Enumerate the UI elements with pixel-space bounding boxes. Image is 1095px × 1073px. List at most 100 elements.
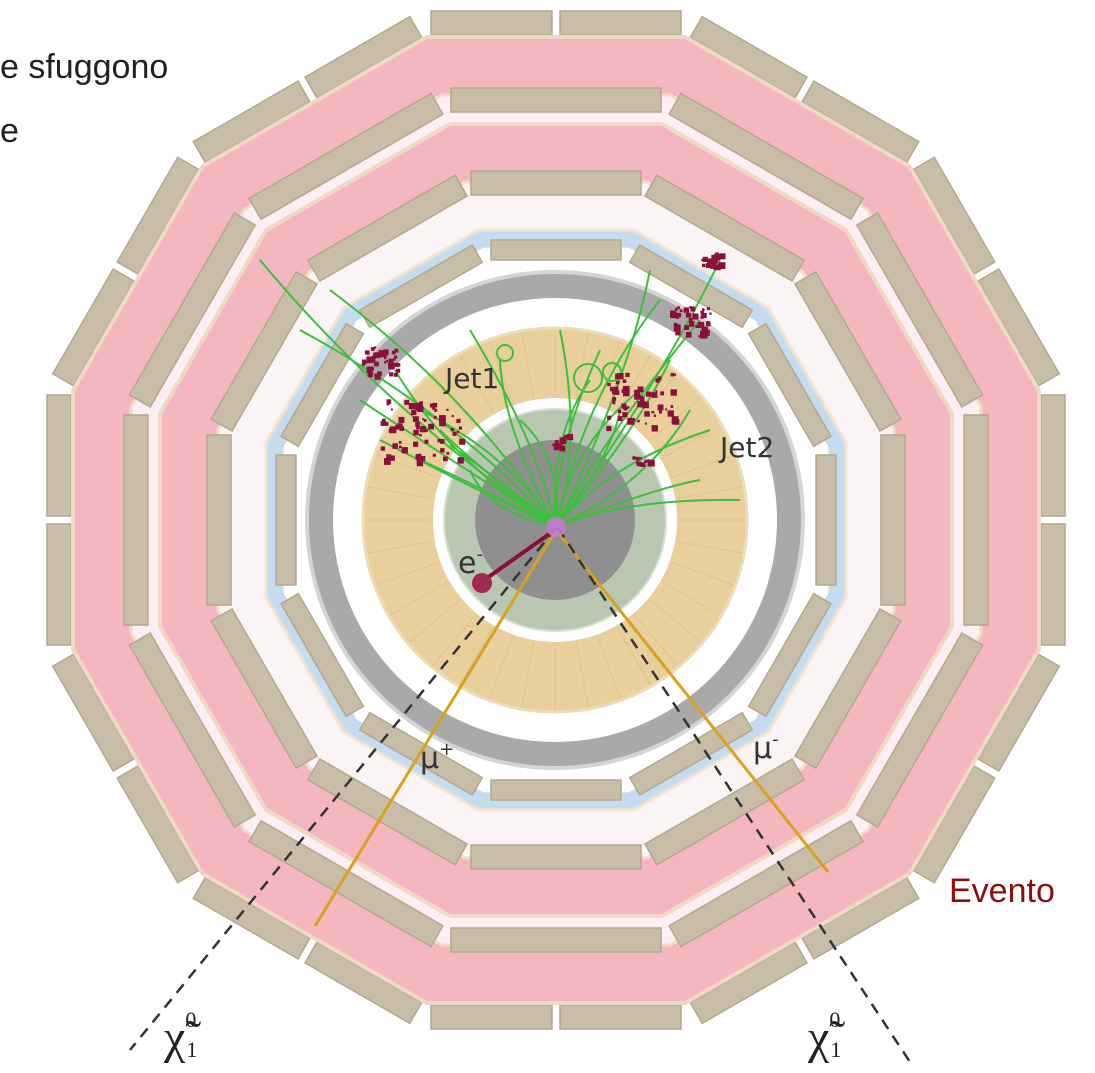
energy-hit <box>657 404 664 411</box>
energy-hit <box>690 306 696 312</box>
energy-hit <box>671 416 679 423</box>
energy-hit <box>606 426 612 432</box>
energy-hit <box>399 426 404 431</box>
energy-hit <box>700 310 705 315</box>
energy-hit <box>634 389 641 396</box>
energy-hit <box>636 461 639 465</box>
energy-hit <box>625 372 630 378</box>
energy-hit <box>398 445 402 449</box>
energy-hit <box>651 425 658 432</box>
energy-hit <box>673 324 681 332</box>
energy-hit <box>388 360 394 366</box>
energy-hit <box>683 307 689 313</box>
energy-hit <box>612 397 617 401</box>
jet-track <box>419 459 557 528</box>
energy-hit <box>456 418 461 423</box>
energy-hit <box>370 347 375 351</box>
energy-hit <box>552 443 555 446</box>
muon-chamber-bar <box>275 454 297 586</box>
energy-hit <box>389 426 397 434</box>
energy-hit <box>439 415 446 422</box>
ecal-cell-divider <box>409 599 461 643</box>
energy-hit <box>450 428 454 432</box>
energy-hit <box>424 439 429 444</box>
energy-hit <box>394 355 398 359</box>
energy-hit <box>397 423 403 429</box>
energy-hit <box>684 325 690 330</box>
energy-hit <box>677 306 680 310</box>
energy-hit <box>607 415 612 420</box>
energy-hit <box>433 416 437 419</box>
energy-hit <box>685 312 691 318</box>
ecal-cell-divider <box>634 374 678 426</box>
energy-hit <box>413 429 419 436</box>
energy-hit <box>440 448 445 453</box>
energy-hit <box>705 263 711 268</box>
energy-hit <box>612 401 616 405</box>
energy-hit <box>709 312 712 315</box>
energy-hit <box>386 457 390 461</box>
energy-hit <box>408 402 416 410</box>
energy-hit <box>685 332 692 338</box>
energy-hit <box>374 361 379 367</box>
energy-hit <box>362 363 365 366</box>
energy-hit <box>389 455 395 461</box>
energy-hit <box>386 454 392 460</box>
energy-hit <box>386 399 392 404</box>
ecal-cell-divider <box>649 599 701 643</box>
muon-chamber-bar <box>46 523 72 646</box>
electron-deposit <box>472 573 492 593</box>
ecal-cell-divider <box>662 581 720 616</box>
energy-hit <box>380 446 385 451</box>
energy-hit <box>657 376 662 381</box>
energy-hit <box>615 373 621 380</box>
muon-chamber-bar <box>430 10 553 36</box>
energy-hit <box>670 389 677 396</box>
energy-hit <box>386 402 390 406</box>
energy-hit <box>674 307 678 311</box>
ecal-cell-divider <box>596 636 621 699</box>
muon-chamber-bar <box>963 414 989 626</box>
energy-hit <box>653 414 657 417</box>
energy-hit <box>636 461 642 467</box>
energy-hit <box>688 321 695 327</box>
energy-hit <box>396 368 401 373</box>
energy-hit <box>660 391 665 396</box>
energy-hit <box>419 433 422 437</box>
energy-hit <box>710 264 715 269</box>
energy-hit <box>637 419 640 423</box>
energy-hit <box>706 321 711 327</box>
energy-hit <box>659 410 662 414</box>
muon-chamber-bar <box>123 414 149 626</box>
energy-hit <box>647 459 655 467</box>
muon-chamber-bar <box>306 757 469 866</box>
energy-hit <box>675 330 681 336</box>
energy-hit <box>365 351 368 355</box>
energy-hit <box>428 423 434 430</box>
energy-hit <box>379 352 385 358</box>
electron-label: e- <box>458 544 483 581</box>
event-label: Evento <box>949 872 1055 910</box>
energy-hit <box>415 422 420 427</box>
energy-hit <box>646 391 652 397</box>
energy-hit <box>655 378 660 383</box>
energy-hit <box>703 329 710 336</box>
ecal-cell-divider <box>390 581 448 616</box>
muon-chamber-bar <box>450 927 662 953</box>
energy-hit <box>559 437 567 445</box>
muon-chambers-core <box>275 239 837 801</box>
energy-hit <box>384 421 389 426</box>
neutralino-left-line <box>129 527 557 1051</box>
energy-hit <box>373 352 378 358</box>
muon-chamber-bar <box>248 819 444 948</box>
energy-hit <box>670 311 677 318</box>
curling-track <box>496 344 514 362</box>
muon-chamber-bar <box>280 592 365 718</box>
energy-hit <box>621 403 627 409</box>
energy-hit <box>639 396 645 402</box>
energy-hit <box>718 262 726 269</box>
electron-track <box>478 528 557 585</box>
muon-chamber-bar <box>1040 394 1066 517</box>
muon-chamber-bar <box>450 87 662 113</box>
